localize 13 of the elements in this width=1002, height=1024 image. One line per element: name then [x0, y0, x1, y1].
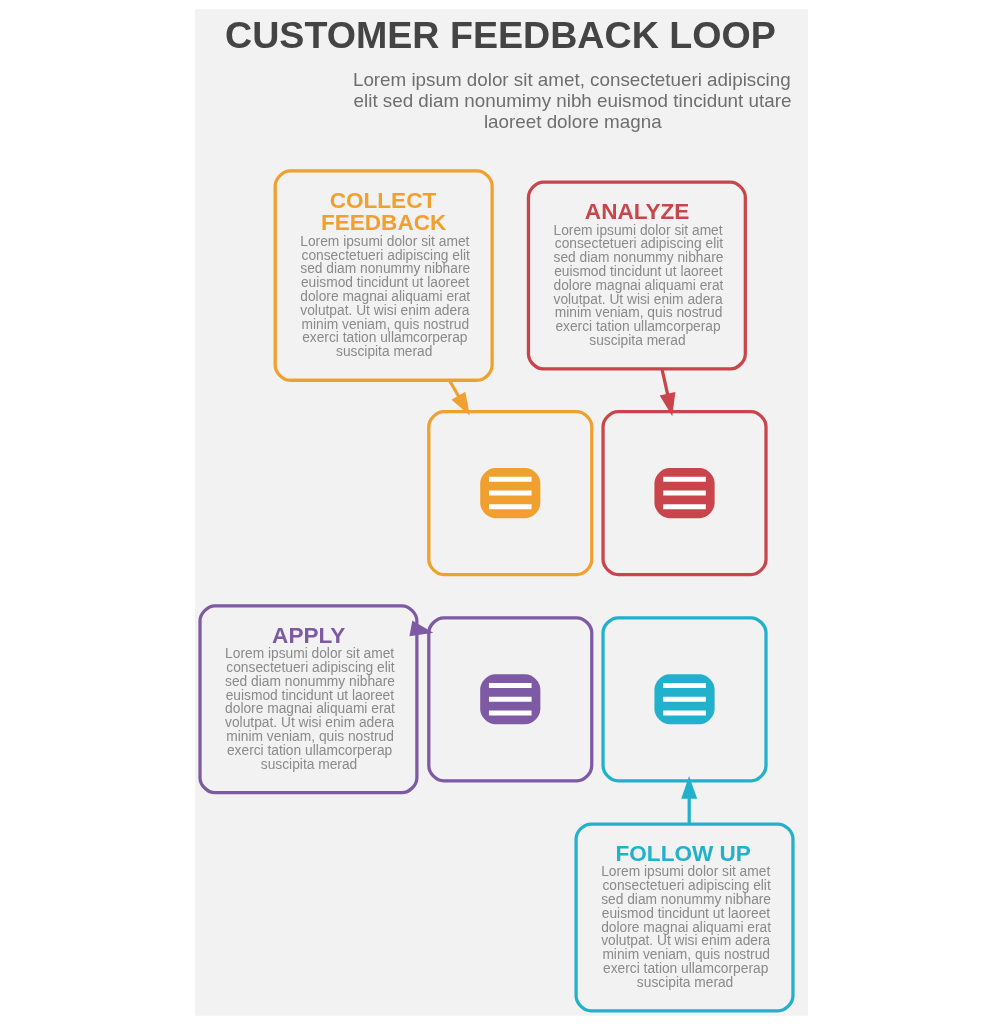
arrow: [680, 775, 697, 824]
arrow: [447, 379, 470, 415]
node-box: FOLLOW UP Lorem ipsumi dolor sit amet consectetueri adipiscing elit sed diam nonummy nibhare euismod tincidunt ut laoreet dolore magnai aliquami erat volutpat. Ut wisi enim adera minim veniam, quis nostrud exerci tation ullamcorperap suscipita merad: [573, 821, 795, 1012]
node-picture: [600, 409, 768, 576]
arrow: [659, 368, 675, 416]
node-box: ANALYZE Lorem ipsumi dolor sit amet consectetueri adipiscing elit sed diam nonummy nibhare euismod tincidunt ut laoreet dolore magnai aliquami erat volutpat. Ut wisi enim adera minim veniam, quis nostrud exerci tation ullamcorperap suscipita merad: [526, 180, 747, 371]
arrow: [408, 620, 433, 636]
diagram-title: CUSTOMER FEEDBACK LOOP: [224, 13, 776, 56]
node-picture: [600, 615, 768, 782]
label: Lorem ipsum dolor sit amet, consectetueri adipiscing elit sed diam nonumimy nibh euismod tincidunt utare laoreet dolore magna: [352, 68, 791, 132]
node-picture: [426, 409, 593, 576]
node-box: COLLECT FEEDBACK Lorem ipsumi dolor sit amet consectetueri adipiscing elit sed diam nonummy nibhare euismod tincidunt ut laoreet dolore magnai aliquami erat volutpat. Ut wisi enim adera minim veniam, quis nostrud exerci tation ullamcorperap suscipita merad: [273, 168, 494, 382]
node-picture: [426, 615, 593, 782]
